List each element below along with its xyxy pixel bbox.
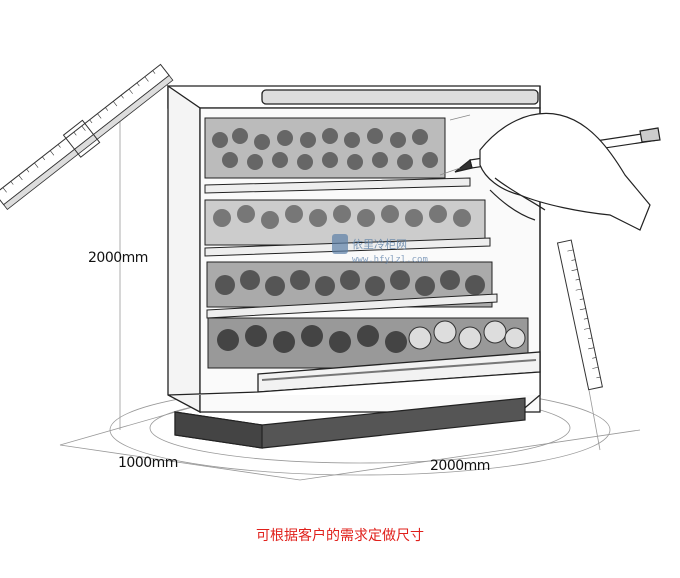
- cabinet-base: [167, 371, 541, 449]
- right-ruler-icon: [556, 239, 603, 391]
- height-dimension-label: 2000mm: [88, 250, 148, 266]
- shelf-3: [206, 261, 498, 319]
- shelf-2: [204, 199, 491, 257]
- watermark: 依里冷柜网 www.hfylzl.com: [332, 234, 428, 265]
- left-ruler-icon: [0, 63, 174, 211]
- custom-size-caption: 可根据客户的需求定做尺寸: [256, 528, 424, 544]
- hand-with-pencil-icon: [454, 112, 661, 231]
- dimension-lines: [439, 114, 471, 176]
- watermark-logo-icon: [332, 234, 348, 254]
- shelf-4: [207, 317, 541, 393]
- shelf-1: [204, 117, 471, 194]
- depth-dimension-label: 1000mm: [118, 455, 178, 471]
- watermark-url: www.hfylzl.com: [352, 255, 428, 265]
- width-dimension-label: 2000mm: [430, 458, 490, 474]
- watermark-brand: 依里冷柜网: [352, 238, 407, 251]
